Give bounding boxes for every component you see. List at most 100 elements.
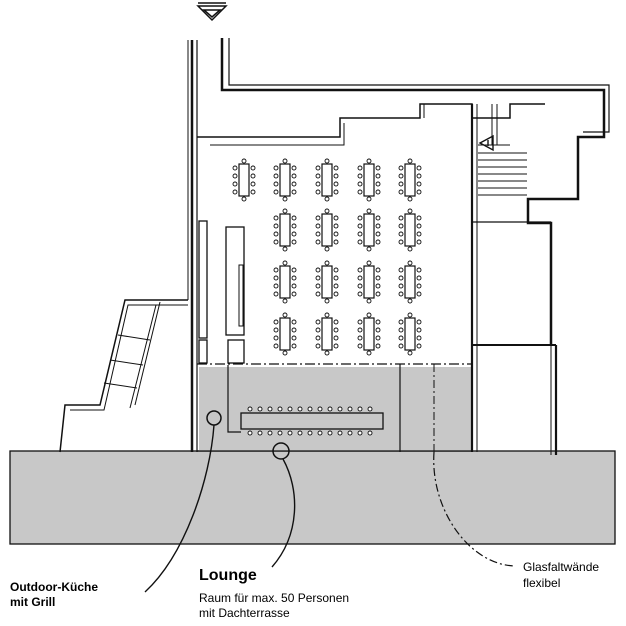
counter-seats — [247, 406, 373, 436]
chair — [398, 223, 404, 229]
chair — [416, 189, 422, 195]
lounge-area — [199, 367, 471, 451]
chair — [398, 283, 404, 289]
chair — [250, 173, 256, 179]
table-group — [315, 260, 339, 304]
chair — [366, 208, 372, 214]
chair — [324, 350, 330, 356]
chair — [273, 343, 279, 349]
chair — [407, 246, 413, 252]
counter-seat — [317, 406, 323, 412]
chair — [357, 275, 363, 281]
chair — [357, 173, 363, 179]
chair — [291, 173, 297, 179]
chair — [273, 215, 279, 221]
lounge-line1: Raum für max. 50 Personen — [199, 591, 350, 605]
chair — [282, 312, 288, 318]
chair — [366, 298, 372, 304]
table-group — [232, 158, 256, 202]
callout-lines — [144, 410, 516, 593]
table-group — [273, 312, 297, 356]
chair — [333, 343, 339, 349]
chair — [315, 291, 321, 297]
chair — [366, 350, 372, 356]
table-group — [398, 208, 422, 252]
chair — [366, 312, 372, 318]
entrance-arrow-icon — [478, 134, 494, 152]
chair — [324, 196, 330, 202]
chair — [333, 319, 339, 325]
chair — [357, 327, 363, 333]
chair — [315, 335, 321, 341]
chair — [416, 181, 422, 187]
chair — [273, 173, 279, 179]
chair — [398, 181, 404, 187]
chair — [333, 173, 339, 179]
chair — [273, 319, 279, 325]
chair — [398, 231, 404, 237]
table-group — [398, 312, 422, 356]
table-group — [273, 260, 297, 304]
chair — [241, 196, 247, 202]
chair — [357, 319, 363, 325]
chair — [416, 267, 422, 273]
chair — [416, 231, 422, 237]
table-group — [357, 208, 381, 252]
chair — [398, 165, 404, 171]
chair — [291, 343, 297, 349]
chair — [398, 267, 404, 273]
chair — [273, 327, 279, 333]
chair — [291, 335, 297, 341]
chair — [357, 291, 363, 297]
chair — [407, 196, 413, 202]
table-group — [357, 312, 381, 356]
chair — [357, 335, 363, 341]
glass-walls-line1: Glasfaltwände — [523, 560, 600, 574]
chair — [282, 350, 288, 356]
counter-seat — [277, 430, 283, 436]
chair — [291, 223, 297, 229]
counter-seat — [287, 430, 293, 436]
outdoor-kitchen-line2: mit Grill — [10, 595, 56, 609]
chair — [282, 208, 288, 214]
chair — [333, 231, 339, 237]
chair — [324, 298, 330, 304]
counter-seat — [267, 430, 273, 436]
chair — [416, 215, 422, 221]
chair — [291, 283, 297, 289]
chair — [273, 275, 279, 281]
chair — [282, 158, 288, 164]
chair — [315, 319, 321, 325]
chair — [416, 283, 422, 289]
table-group — [398, 158, 422, 202]
chair — [398, 239, 404, 245]
chair — [416, 319, 422, 325]
chair — [357, 165, 363, 171]
chair — [375, 239, 381, 245]
counter-seat — [307, 430, 313, 436]
chair — [366, 260, 372, 266]
outdoor-kitchen-label: Outdoor-Küche mit Grill — [10, 580, 98, 610]
chair — [273, 283, 279, 289]
chair — [291, 181, 297, 187]
chair — [375, 267, 381, 273]
chair — [375, 231, 381, 237]
counter-seat — [367, 430, 373, 436]
chair — [273, 335, 279, 341]
chair — [375, 283, 381, 289]
chair — [416, 343, 422, 349]
chair — [416, 165, 422, 171]
table-group — [273, 208, 297, 252]
building-walls — [59, 38, 610, 455]
chair — [416, 223, 422, 229]
chair — [398, 275, 404, 281]
chair — [398, 319, 404, 325]
chair — [416, 291, 422, 297]
lounge-description: Raum für max. 50 Personen mit Dachterras… — [199, 591, 349, 621]
chair — [250, 189, 256, 195]
counter-seat — [357, 430, 363, 436]
chair — [375, 165, 381, 171]
lounge-title: Lounge — [199, 567, 257, 584]
chair — [398, 291, 404, 297]
chair — [416, 327, 422, 333]
